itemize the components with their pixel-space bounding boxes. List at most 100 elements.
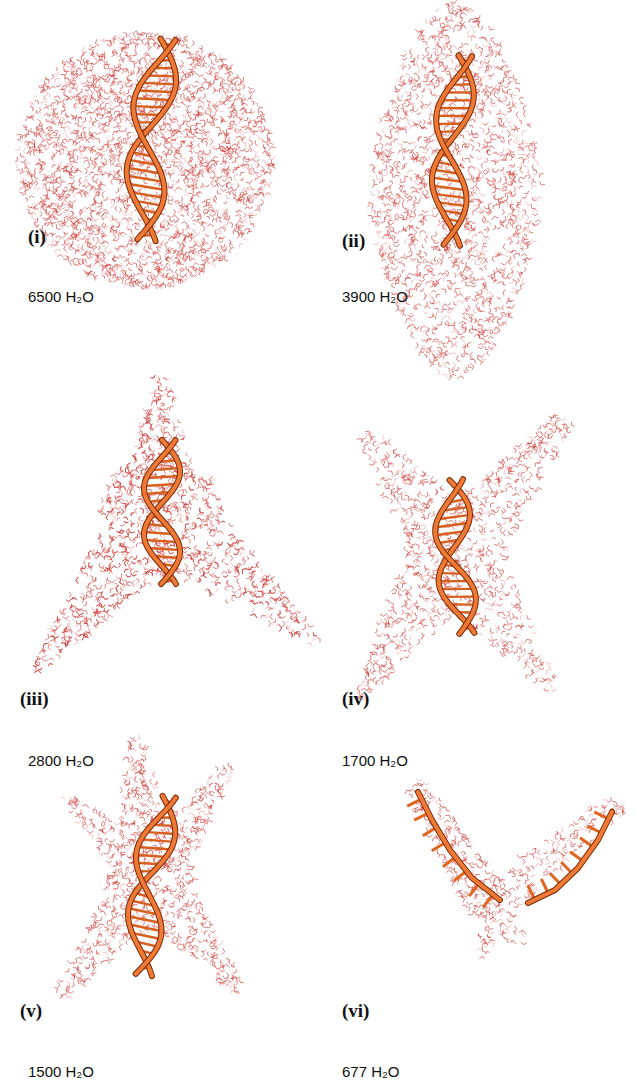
water-molecule — [160, 234, 165, 237]
water-molecule — [188, 232, 193, 235]
water-molecule — [248, 122, 251, 126]
water-molecule — [266, 193, 271, 195]
water-molecule — [55, 78, 60, 82]
water-molecule — [57, 138, 60, 145]
water-molecule — [213, 66, 216, 69]
water-molecule — [173, 277, 177, 284]
water-molecule — [212, 60, 216, 64]
water-molecule — [120, 277, 124, 284]
water-molecule — [116, 188, 119, 193]
water-molecule — [121, 146, 123, 150]
water-molecule — [104, 197, 108, 201]
water-molecule — [110, 164, 115, 166]
water-molecule — [75, 123, 79, 126]
water-molecule — [52, 239, 54, 244]
water-molecule — [173, 226, 177, 232]
water-molecule — [229, 84, 231, 88]
water-molecule — [264, 159, 267, 162]
water-molecule — [192, 274, 198, 276]
water-molecule — [96, 237, 99, 244]
water-molecule — [129, 236, 134, 238]
water-molecule — [202, 200, 206, 202]
water-molecule — [244, 117, 248, 121]
water-molecule — [138, 218, 142, 220]
water-molecule — [257, 175, 262, 177]
water-molecule — [211, 164, 214, 167]
water-molecule — [217, 246, 219, 250]
water-molecule — [242, 165, 247, 168]
water-molecule — [77, 59, 81, 61]
water-molecule — [133, 31, 136, 38]
water-molecule — [127, 136, 131, 138]
water-molecule — [130, 211, 132, 217]
water-molecule — [192, 228, 197, 231]
water-molecule — [171, 180, 176, 182]
water-molecule — [111, 137, 113, 141]
water-molecule — [210, 138, 213, 145]
water-molecule — [94, 132, 101, 135]
water-molecule — [111, 178, 114, 184]
water-molecule — [180, 215, 184, 217]
water-molecule — [79, 233, 84, 236]
water-molecule — [160, 261, 163, 266]
water-molecule — [144, 60, 147, 67]
water-molecule — [223, 220, 228, 225]
water-molecule — [120, 255, 125, 258]
water-molecule — [239, 96, 242, 99]
water-molecule — [70, 150, 74, 155]
water-molecule — [162, 151, 166, 153]
water-molecule — [163, 267, 165, 271]
water-molecule — [204, 150, 208, 155]
water-molecule — [84, 168, 87, 174]
water-molecule — [93, 165, 95, 169]
water-molecule — [217, 190, 220, 195]
water-molecule — [222, 244, 225, 247]
water-molecule — [122, 128, 126, 132]
water-molecule — [253, 214, 257, 216]
water-molecule — [126, 225, 128, 230]
water-molecule — [40, 158, 44, 161]
water-molecule — [197, 73, 204, 76]
water-molecule — [239, 244, 243, 248]
water-molecule — [191, 213, 193, 219]
water-molecule — [103, 162, 105, 166]
water-molecule — [108, 250, 111, 254]
water-molecule — [90, 103, 94, 109]
water-molecule — [250, 111, 254, 113]
water-molecule — [39, 171, 45, 175]
water-molecule — [160, 132, 164, 138]
water-molecule — [64, 139, 67, 142]
water-molecule — [89, 172, 94, 175]
water-molecule — [119, 37, 122, 41]
water-molecule — [168, 183, 172, 188]
water-molecule — [45, 104, 51, 107]
water-molecule — [246, 183, 250, 189]
water-molecule — [160, 86, 163, 89]
water-molecule — [17, 135, 23, 139]
water-molecule — [37, 119, 40, 126]
water-molecule — [56, 149, 58, 153]
water-molecule — [190, 51, 194, 54]
water-molecule — [17, 169, 21, 171]
water-molecule — [65, 113, 69, 117]
water-molecule — [64, 245, 67, 251]
water-molecule — [172, 49, 176, 51]
water-molecule — [233, 169, 238, 173]
water-molecule — [216, 127, 221, 131]
water-molecule — [51, 86, 56, 88]
water-molecule — [48, 211, 50, 216]
water-molecule — [156, 192, 158, 196]
water-molecule — [228, 177, 232, 181]
water-molecule — [120, 89, 123, 95]
water-molecule — [184, 133, 187, 138]
water-molecule — [55, 213, 62, 216]
water-molecule — [89, 116, 92, 122]
water-molecule — [119, 152, 123, 157]
water-molecule — [56, 236, 62, 238]
water-molecule — [224, 256, 228, 261]
water-molecule — [54, 96, 61, 100]
water-molecule — [69, 200, 76, 203]
water-molecule — [79, 235, 85, 239]
water-molecule — [199, 48, 202, 53]
water-molecule — [194, 179, 199, 182]
